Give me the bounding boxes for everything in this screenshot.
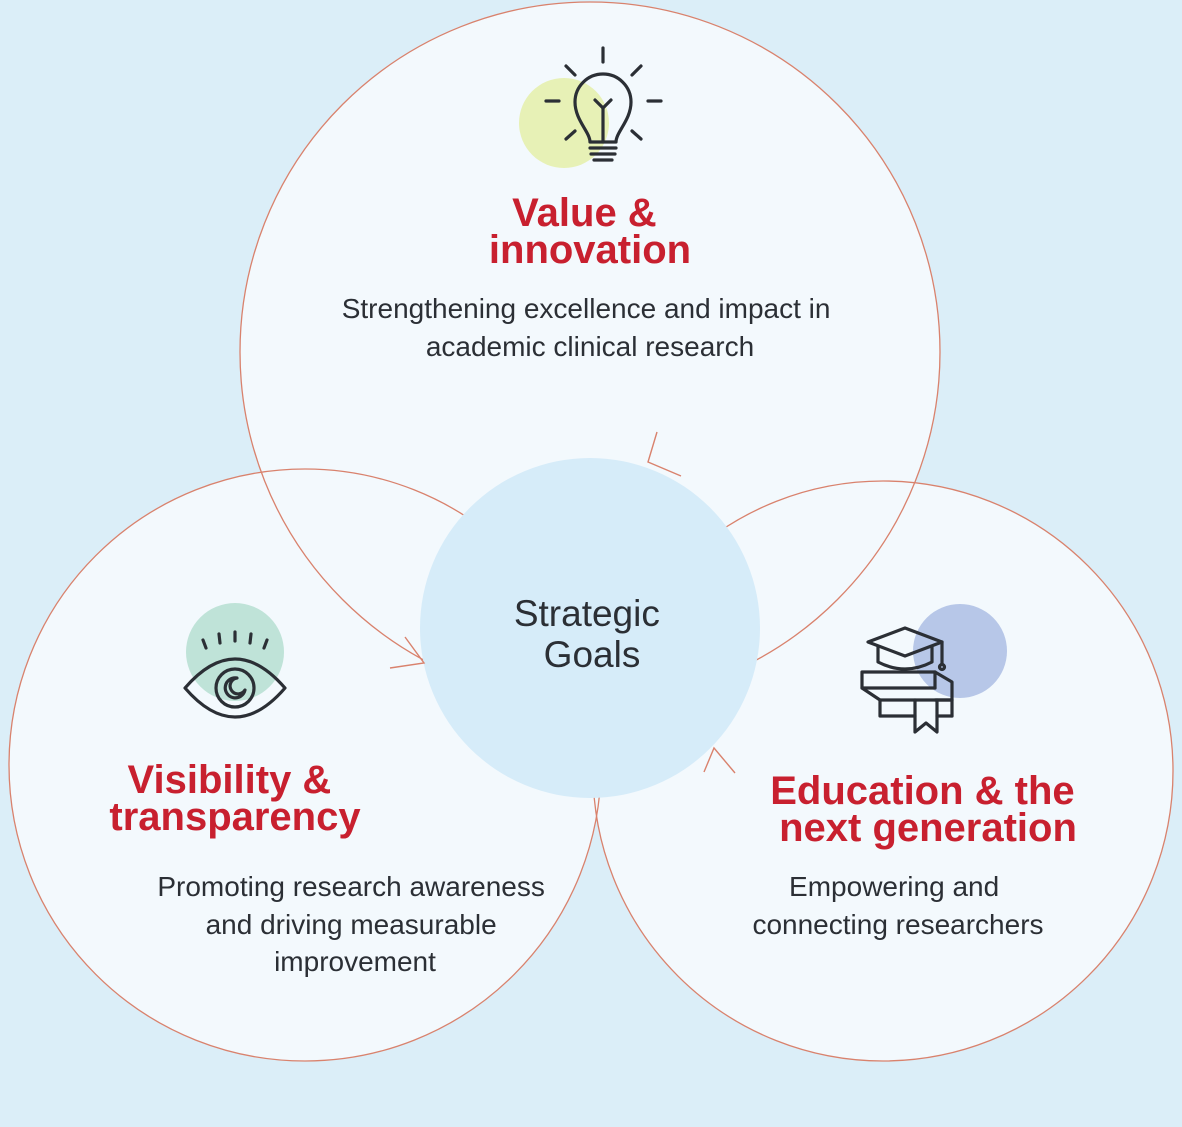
- arrow-head-left: [389, 636, 426, 669]
- goal-education-description: Empowering and connecting researchers: [752, 871, 1043, 940]
- graduation-cap-books-icon: [860, 604, 1007, 734]
- goal-value-title: Value & innovation: [489, 191, 691, 272]
- goal-value: Value & innovation Strengthening excelle…: [342, 46, 839, 362]
- center-circle: [420, 458, 760, 798]
- lightbulb-icon: [519, 46, 663, 168]
- arrow-head-right: [703, 746, 736, 774]
- circle-value-fill: [240, 2, 940, 702]
- goal-visibility: Visibility & transparency Promoting rese…: [109, 603, 552, 977]
- eye-icon: [183, 603, 287, 719]
- goal-value-description: Strengthening excellence and impact in a…: [342, 293, 839, 362]
- arrow-head-top: [647, 431, 682, 477]
- education-accent: [913, 604, 1007, 698]
- lightbulb-accent: [519, 78, 609, 168]
- center-label: Strategic Goals: [514, 593, 670, 675]
- eye-accent: [186, 603, 284, 701]
- goal-education: Education & the next generation Empoweri…: [752, 604, 1086, 940]
- goal-visibility-description: Promoting research awareness and driving…: [157, 871, 552, 977]
- goal-education-title: Education & the next generation: [770, 769, 1086, 850]
- goal-visibility-title: Visibility & transparency: [109, 758, 361, 839]
- cycle-arrows: [389, 431, 736, 774]
